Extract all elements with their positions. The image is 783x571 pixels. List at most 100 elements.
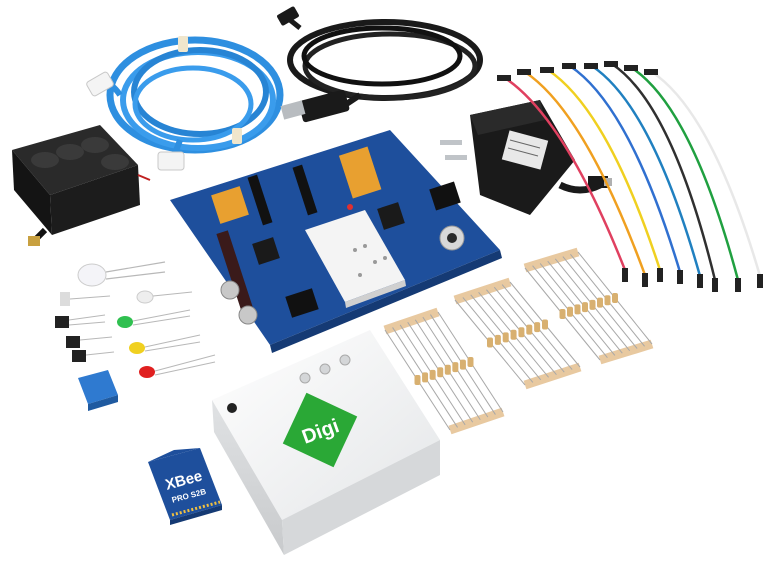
resistor-tape: [453, 277, 512, 305]
resistor-tape: [448, 407, 505, 435]
header-block: [338, 146, 382, 199]
resistor-body: [534, 322, 541, 333]
development-board: [170, 130, 502, 353]
jumper-pin: [712, 278, 718, 292]
usb-cable: [277, 6, 483, 123]
jumper-pin: [604, 61, 618, 67]
resistor-tape: [598, 339, 654, 365]
micro-usb-plug: [277, 6, 299, 26]
jumper-pin: [757, 274, 763, 288]
coin-cell: [238, 305, 258, 325]
jumper-pin: [657, 268, 663, 282]
cable-tie: [232, 128, 242, 144]
jumper-pin: [697, 274, 703, 288]
resistor-body: [494, 334, 501, 345]
resistor-body: [542, 319, 548, 330]
jumper-wire: [631, 66, 740, 281]
jumper-pin: [622, 268, 628, 282]
resistor-body: [518, 327, 525, 338]
resistor-body: [467, 357, 474, 367]
jumper-wire: [504, 76, 627, 271]
coin-cell: [220, 280, 240, 300]
jumper-pin: [584, 63, 598, 69]
white-led: [77, 263, 107, 287]
digi-logo: Digi: [282, 392, 358, 468]
jumper-pin: [735, 278, 741, 292]
cable-tie: [178, 36, 188, 52]
battery-holder: [12, 125, 151, 246]
resistor-tape: [523, 362, 582, 390]
header-block: [211, 186, 249, 224]
resistor-body: [574, 304, 581, 315]
jumper-wire: [651, 70, 762, 277]
transistor: [66, 336, 80, 348]
power-icon: [299, 372, 311, 384]
resistor-body: [437, 367, 444, 378]
rj45-connector: [86, 71, 114, 97]
rj45-connector: [157, 151, 185, 171]
components: [55, 261, 216, 411]
breadboard: [305, 210, 405, 302]
resistor-tape: [523, 247, 580, 273]
xbee-module: XBee PRO S2B: [148, 448, 222, 525]
jumper-wire: [591, 64, 702, 277]
ic-chip: [252, 237, 280, 265]
jumper-wire: [524, 70, 647, 276]
ic-chip: [377, 202, 405, 230]
resistor-tape: [383, 307, 440, 335]
gateway-device: Digi: [212, 330, 440, 555]
jumper-pin: [644, 69, 658, 75]
resistor-body: [597, 297, 603, 308]
resistor-body: [487, 337, 493, 348]
resistor-body: [502, 332, 509, 343]
red-led: [139, 366, 155, 378]
resistor-body: [452, 362, 459, 373]
socket-strip: [216, 230, 256, 320]
resistor-body: [612, 293, 618, 303]
jumper-pin: [677, 270, 683, 284]
jumper-wires: [497, 61, 763, 292]
jumper-pin: [497, 75, 511, 81]
resistor-body: [444, 364, 451, 375]
jumper-wire: [569, 64, 682, 273]
ethernet-cable: [86, 36, 284, 171]
resistor-strips: [383, 247, 654, 435]
resistor-body: [526, 324, 533, 335]
transistor: [72, 350, 86, 362]
ir-led: [136, 290, 154, 304]
resistor-body: [414, 375, 421, 385]
transistor: [55, 316, 69, 328]
network-icon: [339, 354, 351, 366]
resistor-body: [559, 309, 566, 319]
status-icon: [319, 363, 331, 375]
plug-prong: [440, 140, 462, 145]
battery-socket: [285, 288, 319, 318]
jumper-pin: [642, 273, 648, 287]
board-led: [347, 204, 353, 210]
jumper-wire: [611, 62, 717, 281]
usb-a-plug: [298, 89, 350, 123]
resistor-body: [459, 359, 466, 370]
adapter-label: [501, 130, 549, 170]
jumper-pin: [624, 65, 638, 71]
resistor-body: [510, 329, 517, 340]
jumper-wire: [547, 68, 662, 271]
jumper-pin: [517, 69, 531, 75]
power-adapter: [440, 100, 612, 215]
resistor-body: [589, 299, 596, 310]
resistor-body: [604, 295, 611, 306]
plug-prong: [445, 155, 467, 160]
green-led: [117, 316, 133, 328]
dc-jack: [429, 181, 461, 211]
resistor-body: [567, 306, 573, 317]
pushbutton: [60, 292, 70, 306]
jumper-pin: [540, 67, 554, 73]
yellow-led: [129, 342, 145, 354]
blue-capacitor: [78, 370, 118, 404]
gateway-sensor: [227, 403, 237, 413]
resistor-body: [582, 302, 588, 313]
resistor-body: [422, 372, 429, 383]
jumper-pin: [562, 63, 576, 69]
resistor-body: [429, 369, 436, 380]
